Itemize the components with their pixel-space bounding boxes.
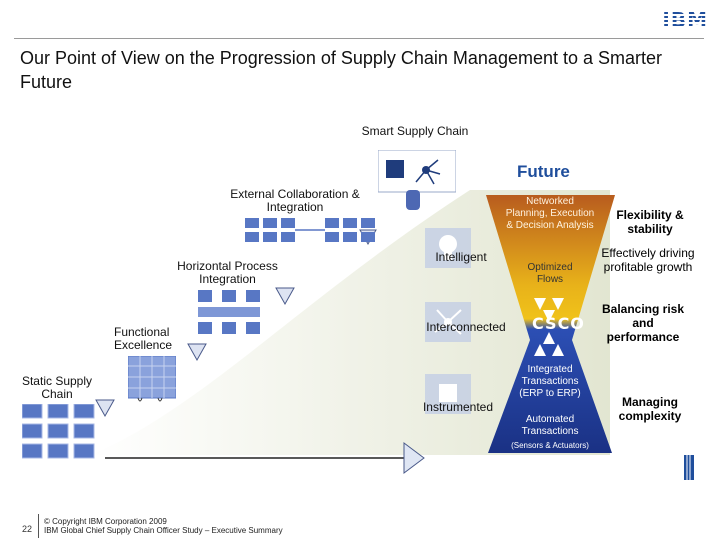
funnel-chevron-icon bbox=[534, 298, 564, 322]
funnel-sensors: (Sensors & Actuators) bbox=[511, 441, 589, 450]
outcome-balancing: Balancing risk and performance bbox=[601, 302, 685, 344]
footer-study: IBM Global Chief Supply Chain Officer St… bbox=[44, 526, 283, 535]
funnel-optimized: Optimized Flows bbox=[527, 262, 573, 285]
header-rule bbox=[14, 38, 704, 39]
funnel-chevron-icon bbox=[534, 332, 564, 356]
capability-interconnected: Interconnected bbox=[426, 320, 506, 334]
capability-instrumented: Instrumented bbox=[422, 400, 494, 414]
outcome-managing: Managing complexity bbox=[618, 395, 682, 423]
funnel-shape bbox=[486, 195, 615, 453]
funnel-automated: Automated Transactions bbox=[521, 414, 579, 437]
functional-excellence-icon bbox=[128, 356, 176, 402]
bulb-icon bbox=[425, 228, 471, 268]
stage-arrow-icon bbox=[95, 399, 115, 418]
stage-functional-label: Functional Excellence bbox=[114, 325, 173, 352]
baseline-arrowhead bbox=[403, 442, 425, 474]
smart-supply-chain-label: Smart Supply Chain bbox=[361, 124, 469, 138]
funnel-networked: Networked Planning, Execution & Decision… bbox=[505, 196, 595, 231]
page-number: 22 bbox=[22, 524, 33, 534]
stage-external-label: External Collaboration & Integration bbox=[230, 187, 360, 214]
chip-icon bbox=[425, 374, 471, 414]
right-bars bbox=[684, 455, 694, 480]
growth-curve bbox=[90, 190, 610, 455]
funnel-csco: CSCO bbox=[532, 314, 585, 333]
external-collab-icon bbox=[245, 218, 375, 242]
smart-device-icon bbox=[378, 150, 456, 210]
capability-intelligent: Intelligent bbox=[435, 250, 487, 264]
ibm-logo: IBM bbox=[662, 8, 708, 32]
funnel-integrated: Integrated Transactions (ERP to ERP) bbox=[519, 364, 581, 399]
network-icon bbox=[425, 302, 471, 342]
stage-static-label: Static Supply Chain bbox=[21, 374, 93, 401]
horizontal-process-icon bbox=[198, 290, 260, 334]
footer-divider bbox=[38, 514, 39, 538]
stage-arrow-icon bbox=[275, 287, 295, 306]
slide-title: Our Point of View on the Progression of … bbox=[20, 48, 663, 92]
static-chain-icon bbox=[22, 404, 95, 459]
outcome-flexibility: Flexibility & stability bbox=[616, 208, 684, 236]
outcome-effective: Effectively driving profitable growth bbox=[601, 246, 695, 274]
stage-horizontal-label: Horizontal Process Integration bbox=[177, 259, 278, 286]
stage-arrow-icon bbox=[187, 343, 207, 362]
footer-copyright: © Copyright IBM Corporation 2009 bbox=[44, 517, 167, 526]
future-label: Future bbox=[517, 162, 570, 181]
